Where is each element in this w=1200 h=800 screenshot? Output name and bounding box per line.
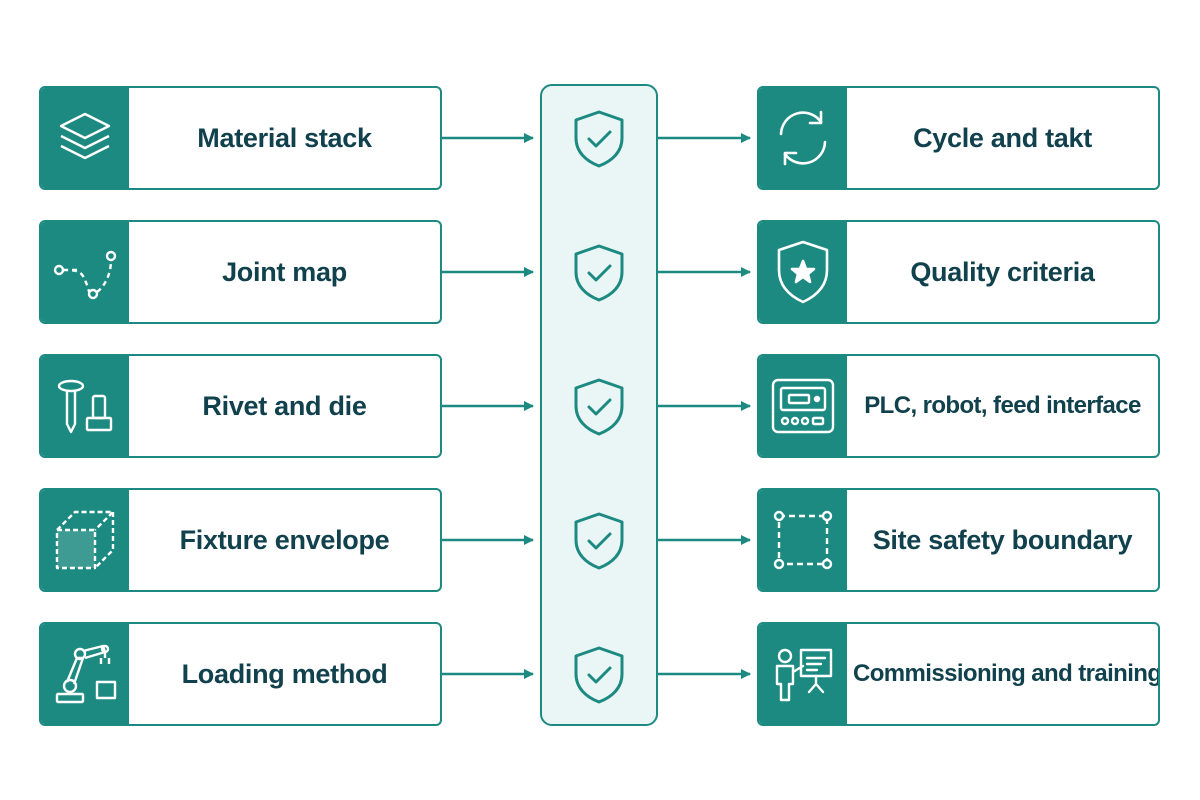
shield-check-icon [574, 110, 624, 168]
cycle-icon [779, 110, 827, 166]
output-label: Cycle and takt [913, 122, 1092, 153]
input-label: Joint map [222, 256, 347, 287]
output-label: Site safety boundary [872, 524, 1133, 555]
input-card-rivet-and-die: Rivet and die [39, 354, 442, 458]
input-card-material-stack: Material stack [39, 86, 442, 190]
output-label: PLC, robot, feed interface [864, 392, 1141, 419]
output-card-site-safety-boundary: Site safety boundary [757, 488, 1160, 592]
control-panel-icon [771, 378, 835, 434]
input-card-loading-method: Loading method [39, 622, 442, 726]
input-card-fixture-envelope: Fixture envelope [39, 488, 442, 592]
boundary-icon [773, 510, 833, 570]
output-label: Commissioning and training [853, 660, 1160, 687]
layers-icon [59, 112, 111, 160]
input-card-joint-map: Joint map [39, 220, 442, 324]
validation-column [540, 84, 658, 726]
shield-check-icon [574, 244, 624, 302]
output-label: Quality criteria [910, 256, 1095, 287]
shield-check-icon [574, 378, 624, 436]
cube-icon [55, 510, 115, 570]
input-label: Material stack [197, 122, 372, 153]
input-label: Fixture envelope [179, 524, 390, 555]
shield-check-icon [574, 512, 624, 570]
robot-arm-icon [55, 644, 117, 704]
path-icon [53, 250, 117, 300]
rivet-die-icon [57, 379, 113, 434]
output-card-plc-robot-feed-interface: PLC, robot, feed interface [757, 354, 1160, 458]
input-label: Loading method [181, 658, 388, 689]
output-card-commissioning-and-training: Commissioning and training [757, 622, 1160, 726]
shield-star-icon [777, 240, 829, 304]
input-label: Rivet and die [202, 390, 367, 421]
output-card-quality-criteria: Quality criteria [757, 220, 1160, 324]
output-card-cycle-and-takt: Cycle and takt [757, 86, 1160, 190]
shield-check-icon [574, 646, 624, 704]
trainer-icon [775, 648, 833, 702]
